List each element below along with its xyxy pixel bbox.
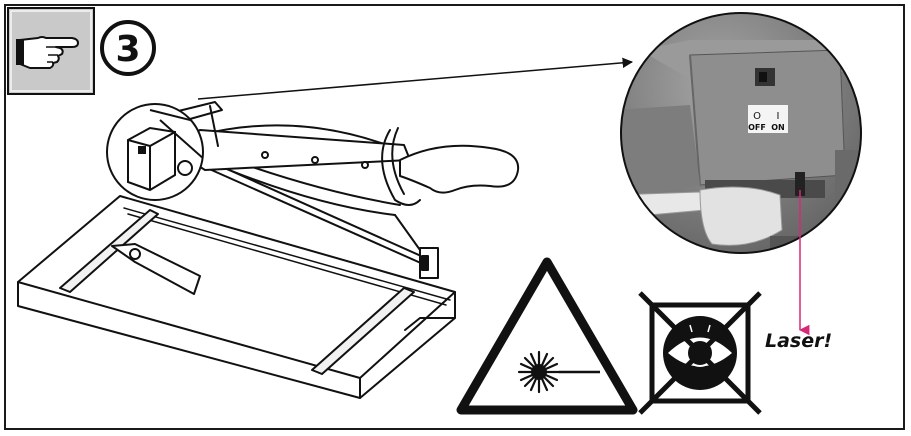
laser-warning-label: Laser! — [765, 330, 833, 352]
hand-badge — [7, 7, 95, 95]
paper-trimmer-drawing — [17, 101, 520, 399]
switch-on-label: ON — [771, 123, 785, 132]
switch-on-symbol: I — [777, 111, 780, 122]
zoomed-laser-switch-photo: O I OFF ON — [620, 12, 862, 254]
do-not-look-eye-icon — [638, 291, 762, 415]
step-number: 3 — [115, 29, 140, 70]
laser-warning-triangle-icon — [456, 257, 638, 415]
leader-arrow — [197, 57, 634, 100]
step-number-badge: 3 — [100, 20, 156, 76]
switch-off-symbol: O — [753, 111, 761, 122]
switch-off-label: OFF — [748, 123, 766, 132]
pointing-hand-icon — [16, 36, 79, 69]
laser-module-detail — [106, 103, 204, 201]
